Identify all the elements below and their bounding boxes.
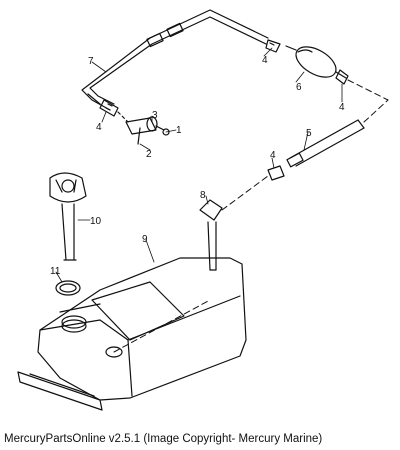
callout-4b: 4 xyxy=(262,55,268,66)
hose-fitting-top-right xyxy=(265,39,281,53)
routing-line xyxy=(347,79,389,101)
callout-9: 9 xyxy=(142,234,148,245)
callout-4c: 4 xyxy=(339,102,345,113)
callout-4a: 4 xyxy=(96,122,102,133)
copyright-caption: MercuryPartsOnline v2.5.1 (Image Copyrig… xyxy=(4,433,323,445)
parts-diagram: 1 2 3 4 4 4 4 5 6 7 8 9 10 11 xyxy=(17,9,389,411)
fuel-hose-upper xyxy=(81,9,269,111)
fuel-hose-lower xyxy=(286,119,365,168)
callout-1: 1 xyxy=(176,125,182,136)
callout-10: 10 xyxy=(90,216,102,227)
callout-5: 5 xyxy=(306,128,312,139)
callout-4d: 4 xyxy=(270,150,276,161)
callout-7: 7 xyxy=(88,56,94,67)
fuel-tank xyxy=(17,257,247,411)
hose-fitting-top-left xyxy=(99,99,119,117)
primer-bulb xyxy=(285,45,349,85)
fuel-gauge xyxy=(49,172,87,261)
callout-8: 8 xyxy=(200,190,206,201)
callout-3: 3 xyxy=(152,110,158,121)
tank-connector-elbow xyxy=(199,199,223,271)
connector-assembly xyxy=(117,111,170,145)
o-ring xyxy=(55,280,81,296)
callout-6: 6 xyxy=(296,82,302,93)
callout-11: 11 xyxy=(50,266,61,277)
callout-2: 2 xyxy=(146,149,152,160)
hose-fitting-lower xyxy=(267,165,285,181)
